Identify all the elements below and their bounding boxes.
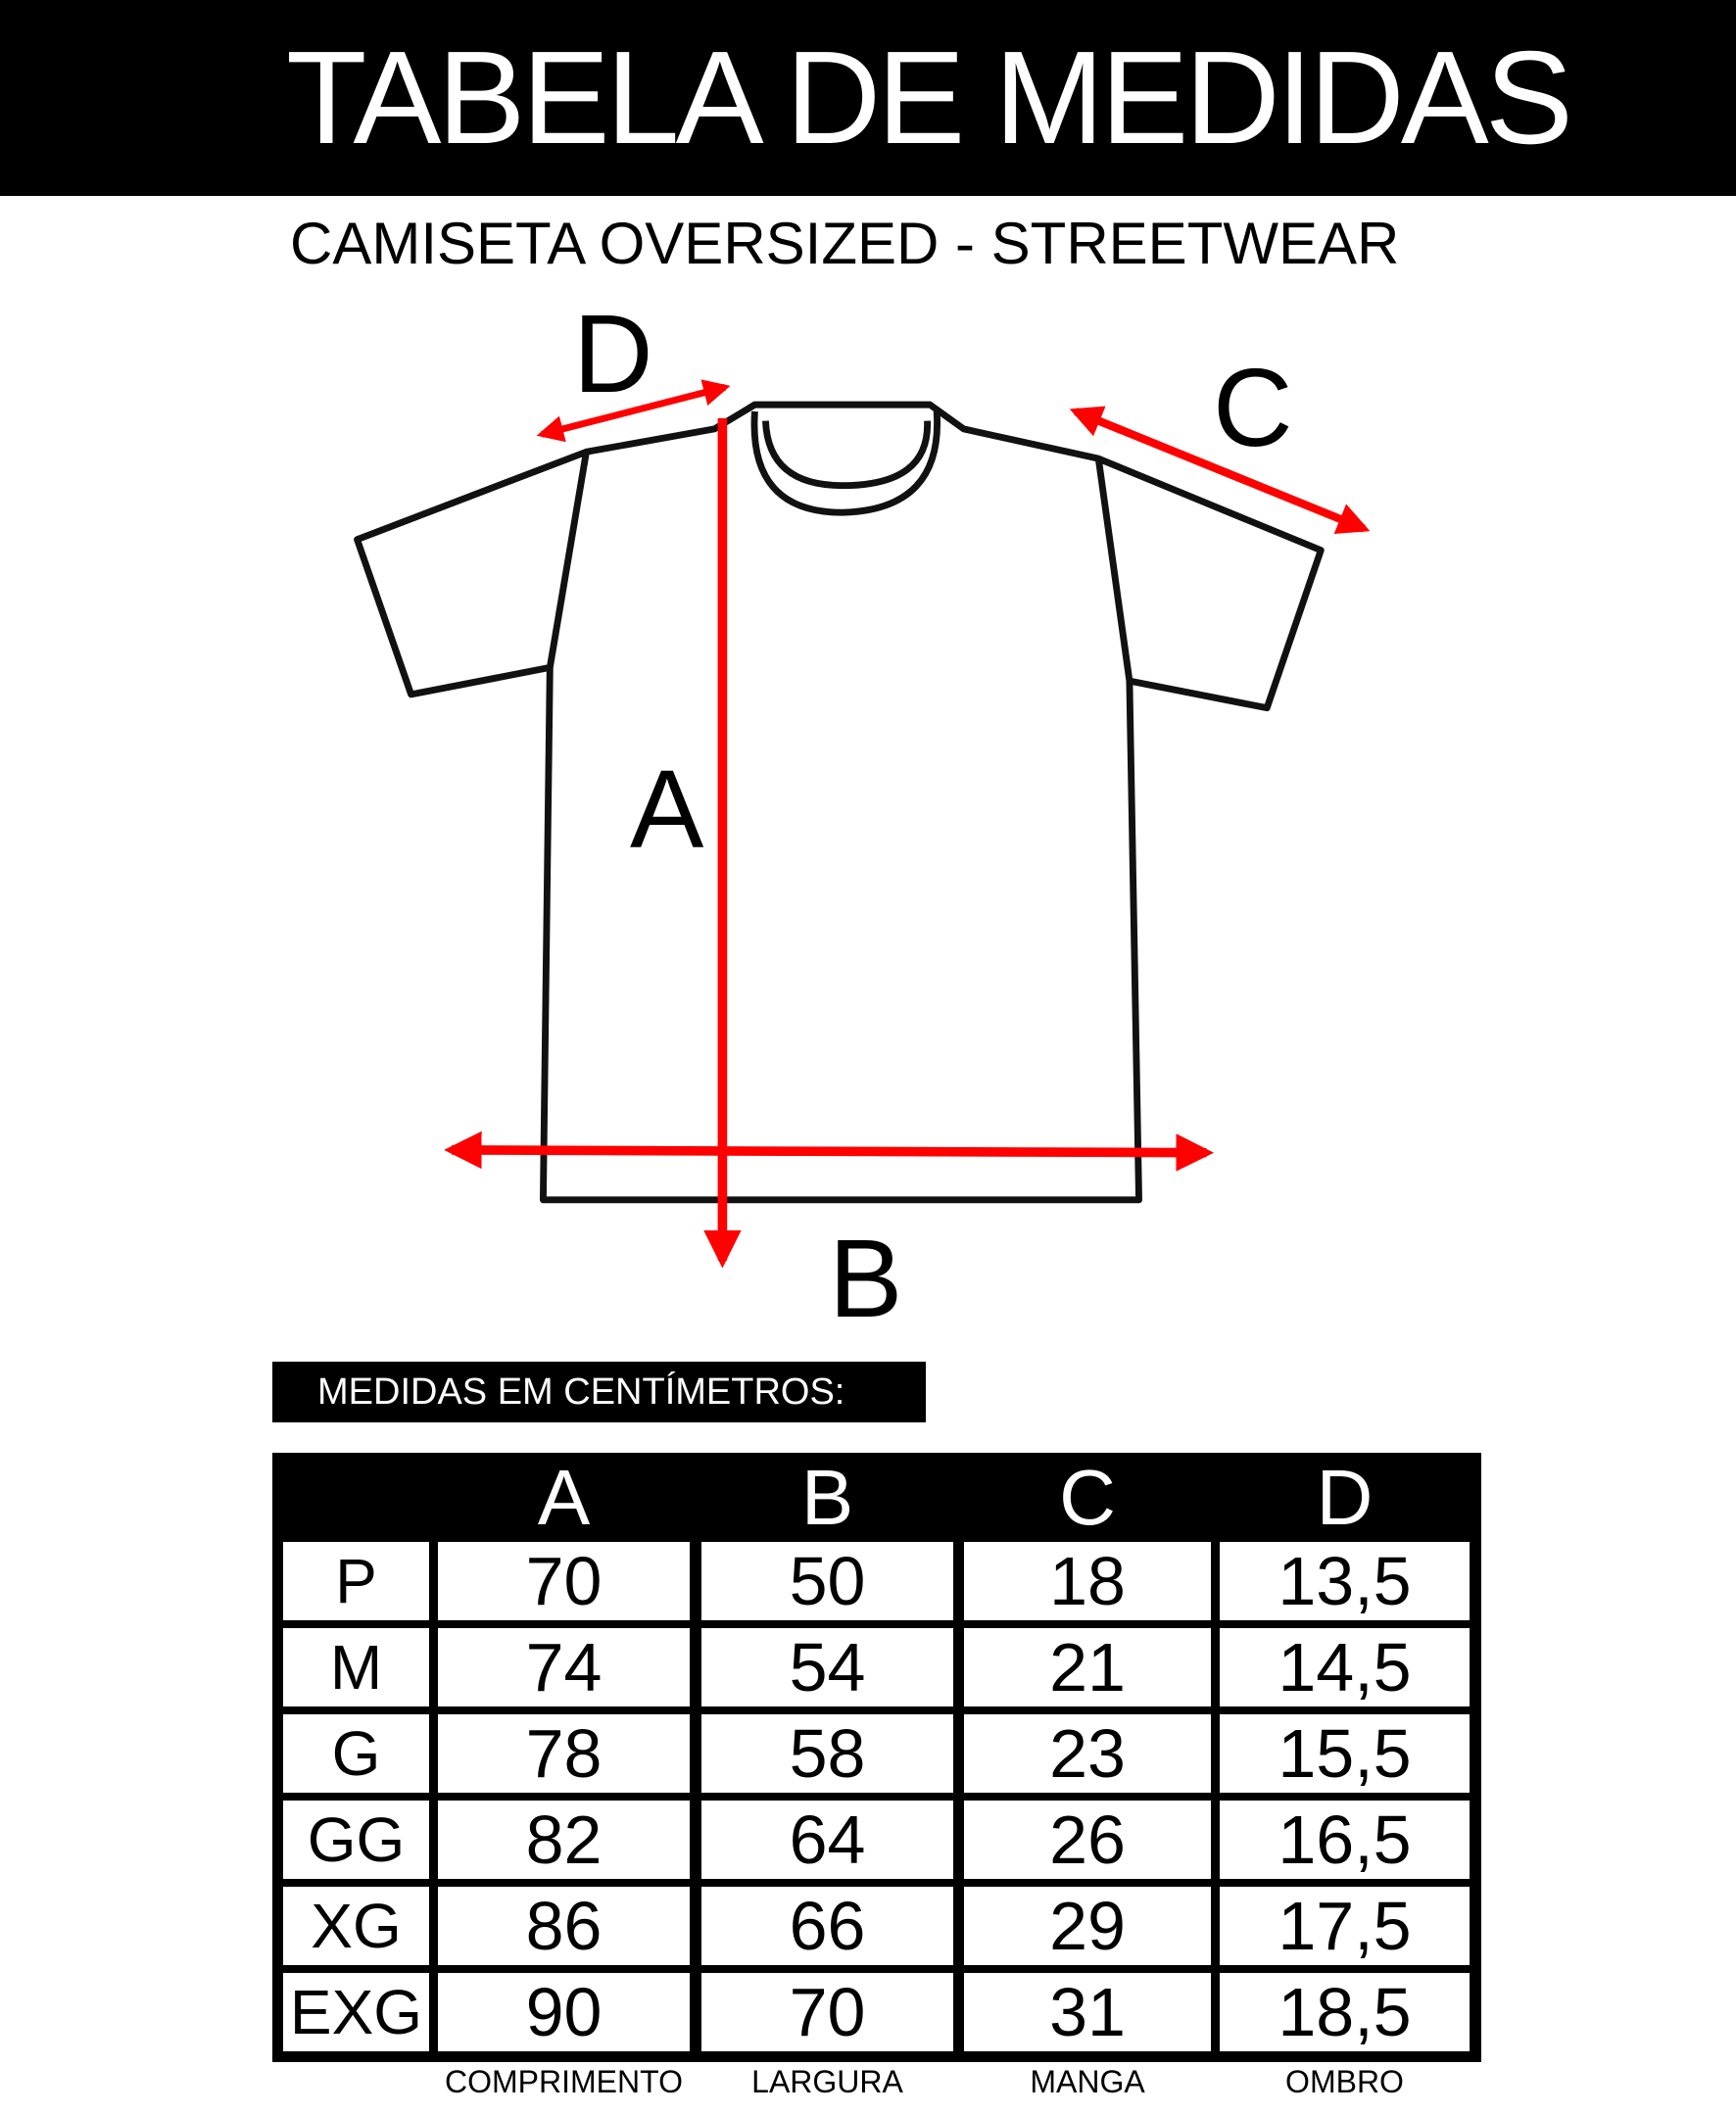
measure-cell-d: 18,5 <box>1220 1973 1470 2051</box>
measure-cell-a: 70 <box>438 1542 690 1620</box>
tshirt-collar <box>750 410 941 516</box>
size-label-cell: EXG <box>283 1973 429 2051</box>
col-header-d: D <box>1316 1454 1374 1541</box>
measure-cell-b: 58 <box>701 1714 953 1793</box>
measure-cell-c: 18 <box>964 1542 1211 1620</box>
footer-ombro: OMBRO <box>1285 2064 1404 2099</box>
label-d: D <box>573 292 653 415</box>
col-header-b: B <box>800 1454 854 1541</box>
footer-comprimento: COMPRIMENTO <box>445 2064 683 2099</box>
measure-cell-b: 70 <box>701 1973 953 2051</box>
units-label: MEDIDAS EM CENTÍMETROS: <box>272 1362 926 1422</box>
label-a: A <box>630 747 704 871</box>
size-label-cell: XG <box>283 1887 429 1965</box>
size-label-cell: P <box>283 1542 429 1620</box>
measure-cell-a: 90 <box>438 1973 690 2051</box>
measure-cell-d: 14,5 <box>1220 1628 1470 1706</box>
measure-cell-c: 31 <box>964 1973 1211 2051</box>
measure-cell-c: 29 <box>964 1887 1211 1965</box>
arrow-c <box>1069 406 1371 535</box>
tshirt-outline <box>354 401 1325 1204</box>
measure-cell-d: 13,5 <box>1220 1542 1470 1620</box>
header-bar: TABELA DE MEDIDAS <box>0 0 1736 196</box>
measure-cell-c: 21 <box>964 1628 1211 1706</box>
measure-cell-d: 15,5 <box>1220 1714 1470 1793</box>
size-label-cell: G <box>283 1714 429 1793</box>
measure-cell-a: 78 <box>438 1714 690 1793</box>
subtitle: CAMISETA OVERSIZED - STREETWEAR <box>290 211 1400 276</box>
arrow-b <box>444 1130 1215 1172</box>
footer-largura: LARGURA <box>751 2064 903 2099</box>
measure-cell-b: 66 <box>701 1887 953 1965</box>
units-text: MEDIDAS EM CENTÍMETROS: <box>317 1371 845 1413</box>
measure-cell-a: 86 <box>438 1887 690 1965</box>
size-label-cell: GG <box>283 1801 429 1879</box>
measure-cell-b: 54 <box>701 1628 953 1706</box>
measure-cell-d: 16,5 <box>1220 1801 1470 1879</box>
label-c: C <box>1213 346 1293 469</box>
measure-cell-d: 17,5 <box>1220 1887 1470 1965</box>
col-header-c: C <box>1059 1454 1116 1541</box>
measure-cell-b: 50 <box>701 1542 953 1620</box>
label-b: B <box>829 1217 903 1340</box>
size-label-cell: M <box>283 1628 429 1706</box>
measure-cell-a: 82 <box>438 1801 690 1879</box>
measure-cell-c: 23 <box>964 1714 1211 1793</box>
arrow-d <box>536 379 731 443</box>
footer-manga: MANGA <box>1030 2064 1145 2099</box>
measure-cell-b: 64 <box>701 1801 953 1879</box>
measure-cell-a: 74 <box>438 1628 690 1706</box>
col-header-a: A <box>537 1454 591 1541</box>
measure-cell-c: 26 <box>964 1801 1211 1879</box>
page-title: TABELA DE MEDIDAS <box>286 24 1573 171</box>
